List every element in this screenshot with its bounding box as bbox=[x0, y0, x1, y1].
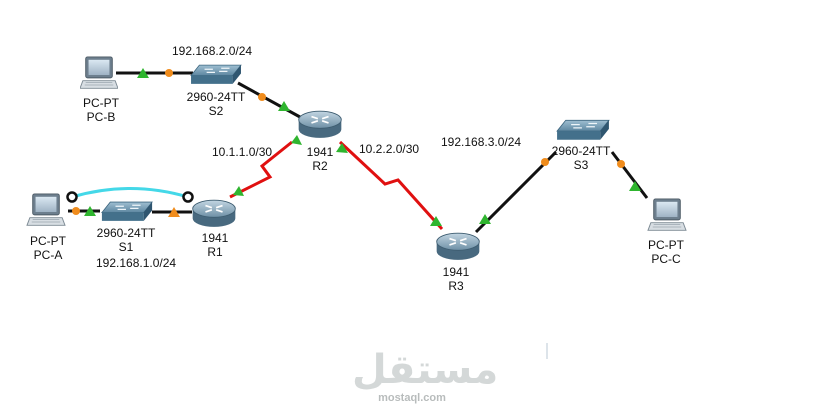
network-label-lan-a: 192.168.1.0/24 bbox=[96, 256, 177, 270]
device-type-label: PC-PT bbox=[648, 238, 684, 252]
watermark-brand: مستقل bbox=[352, 347, 499, 393]
link-up-indicator bbox=[168, 207, 180, 217]
router-icon-r3[interactable] bbox=[435, 232, 481, 261]
device-name-label: PC-B bbox=[86, 110, 116, 124]
pc-icon-pc-b[interactable] bbox=[80, 56, 118, 89]
device-type-label: 2960-24TT bbox=[551, 144, 611, 158]
device-label-s3: 2960-24TT S3 bbox=[546, 144, 616, 172]
link-up-indicator bbox=[430, 216, 442, 226]
switch-icon-s1[interactable] bbox=[101, 201, 153, 222]
device-label-pc-b: PC-PT PC-B bbox=[78, 96, 124, 124]
device-label-pc-c: PC-PT PC-C bbox=[641, 238, 691, 266]
pc-icon-pc-c[interactable] bbox=[647, 198, 687, 231]
network-label-wan-r2-r3: 10.2.2.0/30 bbox=[359, 142, 420, 156]
device-label-r1: 1941 R1 bbox=[193, 231, 237, 259]
router-icon-r1[interactable] bbox=[191, 199, 237, 228]
device-name-label: PC-C bbox=[651, 252, 681, 266]
console-connector-pca bbox=[66, 191, 78, 203]
link-s2-r2 bbox=[237, 81, 301, 119]
link-up-indicator bbox=[291, 135, 302, 145]
link-pending-indicator bbox=[258, 93, 266, 101]
device-type-label: 2960-24TT bbox=[96, 226, 156, 240]
link-pending-indicator bbox=[72, 207, 80, 215]
watermark-url: mostaql.com bbox=[378, 392, 446, 404]
faint-divider bbox=[546, 343, 548, 359]
link-pending-indicator bbox=[165, 69, 173, 77]
device-name-label: R3 bbox=[448, 279, 464, 293]
link-up-indicator bbox=[479, 214, 491, 224]
device-type-label: 2960-24TT bbox=[186, 90, 246, 104]
serial-link-r2-r3 bbox=[338, 140, 444, 231]
link-pending-indicator bbox=[541, 158, 549, 166]
device-name-label: PC-A bbox=[33, 248, 63, 262]
device-label-pc-a: PC-PT PC-A bbox=[24, 234, 72, 262]
link-up-indicator bbox=[137, 68, 149, 78]
device-name-label: S3 bbox=[573, 158, 589, 172]
serial-link-r1-r2 bbox=[229, 140, 293, 199]
network-label-lan-c: 192.168.3.0/24 bbox=[441, 135, 522, 149]
device-type-label: 1941 bbox=[442, 265, 470, 279]
device-type-label: PC-PT bbox=[83, 96, 119, 110]
network-label-wan-r1-r2: 10.1.1.0/30 bbox=[212, 145, 273, 159]
device-label-s2: 2960-24TT S2 bbox=[181, 90, 251, 118]
network-label-lan-b: 192.168.2.0/24 bbox=[172, 44, 253, 58]
watermark: مستقل mostaql.com bbox=[352, 347, 499, 404]
pc-icon-pc-a[interactable] bbox=[26, 193, 66, 226]
link-pending-indicator bbox=[617, 160, 625, 168]
device-type-label: 1941 bbox=[201, 231, 229, 245]
device-type-label: 1941 bbox=[306, 145, 334, 159]
router-icon-r2[interactable] bbox=[297, 110, 343, 139]
device-name-label: S1 bbox=[118, 240, 134, 254]
link-s3-pcc bbox=[610, 151, 649, 199]
device-label-s1: 2960-24TT S1 bbox=[91, 226, 161, 254]
console-cable-pca-r1 bbox=[71, 187, 189, 199]
link-r3-s3 bbox=[474, 150, 558, 234]
link-up-indicator bbox=[336, 143, 348, 153]
link-up-indicator bbox=[233, 186, 244, 196]
device-name-label: R1 bbox=[207, 245, 223, 259]
link-up-indicator bbox=[84, 206, 96, 216]
device-name-label: R2 bbox=[312, 159, 328, 173]
device-label-r2: 1941 R2 bbox=[298, 145, 342, 173]
link-up-indicator bbox=[278, 101, 290, 111]
console-connector-r1 bbox=[182, 191, 194, 203]
link-up-indicator bbox=[629, 181, 641, 191]
switch-icon-s3[interactable] bbox=[556, 119, 610, 141]
device-label-r3: 1941 R3 bbox=[434, 265, 478, 293]
device-name-label: S2 bbox=[208, 104, 224, 118]
device-type-label: PC-PT bbox=[30, 234, 66, 248]
switch-icon-s2[interactable] bbox=[190, 64, 242, 85]
